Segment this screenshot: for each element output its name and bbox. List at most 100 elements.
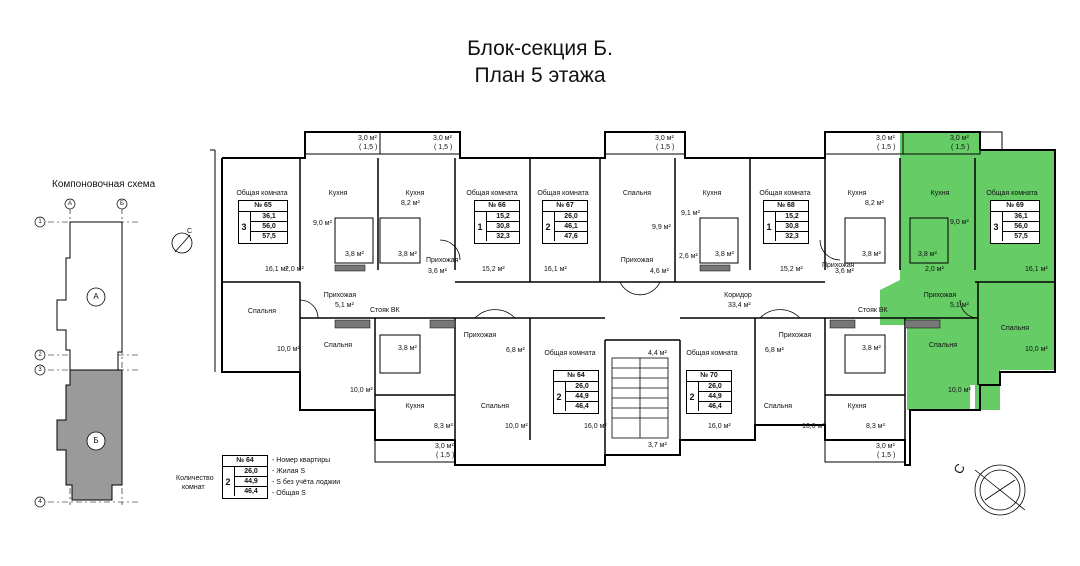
apartment-card-65[interactable]: № 65 3 36,1 56,0 57,5 <box>238 200 288 244</box>
apartment-living: 26,0 <box>555 212 587 222</box>
loggia-area: 3,0 м² <box>950 135 969 142</box>
compass-small-icon <box>171 232 193 254</box>
schema-axis-2: 2 <box>38 352 42 358</box>
apartment-card-64[interactable]: № 64 2 26,0 44,9 46,4 <box>553 370 599 414</box>
schema-block-a: А <box>93 292 99 301</box>
apartment-no-loggia: 30,8 <box>487 222 519 232</box>
bathroom-area: 3,8 м² <box>398 345 417 352</box>
page-title: Блок-секция Б. План 5 этажа <box>0 35 1080 89</box>
room-name: Прихожая <box>323 292 357 299</box>
room-name: Спальня <box>480 403 510 410</box>
room-name: Кухня <box>702 190 722 197</box>
room-area: 16,0 м² <box>708 423 731 430</box>
room-area: 15,2 м² <box>780 266 803 273</box>
room-name: Прихожая <box>923 292 957 299</box>
room-area: 16,1 м² <box>265 266 288 273</box>
loggia-area: 3,0 м² <box>358 135 377 142</box>
room-area: 10,0 м² <box>505 423 528 430</box>
room-name: Кухня <box>847 190 867 197</box>
room-name: Спальня <box>247 308 277 315</box>
loggia-coef: ( 1,5 ) <box>434 144 453 151</box>
apartment-total: 57,5 <box>1014 233 1028 240</box>
apartment-card-70[interactable]: № 70 2 26,0 44,9 46,4 <box>686 370 732 414</box>
schema-axis-4: 4 <box>38 499 42 505</box>
legend-desc-no-loggia: - S без учёта лоджии <box>272 479 341 486</box>
room-name: Прихожая <box>426 257 459 264</box>
room-area: 5,1 м² <box>335 302 354 309</box>
apartment-rooms: 3 <box>241 221 247 232</box>
room-name: Прихожая <box>822 262 855 269</box>
room-name: Кухня <box>405 403 425 410</box>
apartment-living: 15,2 <box>487 212 519 222</box>
bathroom-area: 3,8 м² <box>918 251 937 258</box>
apartment-rooms: 1 <box>766 221 772 232</box>
apartment-number: № 66 <box>475 201 519 212</box>
loggia-coef: ( 1,5 ) <box>951 144 970 151</box>
room-name: Спальня <box>622 190 652 197</box>
apartment-total: 47,6 <box>564 233 578 240</box>
room-area: 3,6 м² <box>835 268 854 275</box>
loggias-bottom <box>374 439 906 463</box>
loggia-area: 3,0 м² <box>876 443 895 450</box>
room-name: Прихожая <box>463 332 497 339</box>
room-area: 4,6 м² <box>650 268 669 275</box>
apartment-number: № 69 <box>991 201 1039 212</box>
apartment-total: 32,3 <box>785 233 799 240</box>
apartment-card-67[interactable]: № 67 2 26,0 46,1 47,6 <box>542 200 588 244</box>
apartment-living: 36,1 <box>1003 212 1039 222</box>
room-area: 8,2 м² <box>401 200 420 207</box>
legend-number: № 64 <box>223 456 267 467</box>
schema-axis-3: 3 <box>38 367 42 373</box>
loggia-area: 3,0 м² <box>655 135 674 142</box>
schema-axis-a: А <box>67 201 73 207</box>
room-name: Общая комната <box>759 190 811 197</box>
legend-desc-living: - Жилая S <box>272 468 306 475</box>
legend-desc-total: - Общая S <box>272 490 306 497</box>
apartment-card-66[interactable]: № 66 1 15,2 30,8 32,3 <box>474 200 520 244</box>
apartment-total: 57,5 <box>262 233 276 240</box>
room-name: Спальня <box>763 403 793 410</box>
room-name: Общая комната <box>686 350 738 357</box>
apartment-card-69[interactable]: № 69 3 36,1 56,0 57,5 <box>990 200 1040 244</box>
apartment-total: 32,3 <box>496 233 510 240</box>
door-swings <box>299 239 979 319</box>
loggia-area: 3,0 м² <box>876 135 895 142</box>
room-area: 10,0 м² <box>802 423 825 430</box>
apartment-card-68[interactable]: № 68 1 15,2 30,8 32,3 <box>763 200 809 244</box>
room-area: 9,0 м² <box>950 219 969 226</box>
schema-block-b: Б <box>93 436 99 445</box>
loggia-coef: ( 1,5 ) <box>877 452 896 459</box>
room-area: 10,0 м² <box>350 387 373 394</box>
room-area: 6,8 м² <box>765 347 784 354</box>
room-area: 16,1 м² <box>544 266 567 273</box>
loggia-coef: ( 1,5 ) <box>436 452 455 459</box>
corridor-name: Коридор <box>724 292 752 299</box>
schema-title: Компоновочная схема <box>52 179 156 190</box>
room-area: 16,0 м² <box>584 423 607 430</box>
legend-total: 46,4 <box>244 488 258 495</box>
legend-living: 26,0 <box>235 467 267 477</box>
small-area: 2,6 м² <box>679 253 698 260</box>
room-area: 10,0 м² <box>277 346 300 353</box>
room-name: Общая комната <box>236 190 288 197</box>
title-line-2: План 5 этажа <box>474 64 606 87</box>
apartment-living: 36,1 <box>251 212 287 222</box>
room-name: Кухня <box>405 190 425 197</box>
loggia-coef: ( 1,5 ) <box>877 144 896 151</box>
apartment-no-loggia: 44,9 <box>699 392 731 402</box>
apartment-no-loggia: 56,0 <box>1003 222 1039 232</box>
room-name: Общая комната <box>544 350 596 357</box>
room-name: Прихожая <box>620 257 654 264</box>
loggia-coef: ( 1,5 ) <box>656 144 675 151</box>
loggia-area: 3,0 м² <box>433 135 452 142</box>
apartment-number: № 68 <box>764 201 808 212</box>
schema-axis-b: Б <box>120 201 124 207</box>
bathrooms <box>334 217 949 374</box>
bathroom-area: 3,8 м² <box>345 251 364 258</box>
layout-schema <box>34 198 140 508</box>
apartment-rooms: 2 <box>556 391 562 402</box>
legend-rooms-label-2: комнат <box>182 484 205 491</box>
room-name: Кухня <box>930 190 950 197</box>
apartment-no-loggia: 46,1 <box>555 222 587 232</box>
